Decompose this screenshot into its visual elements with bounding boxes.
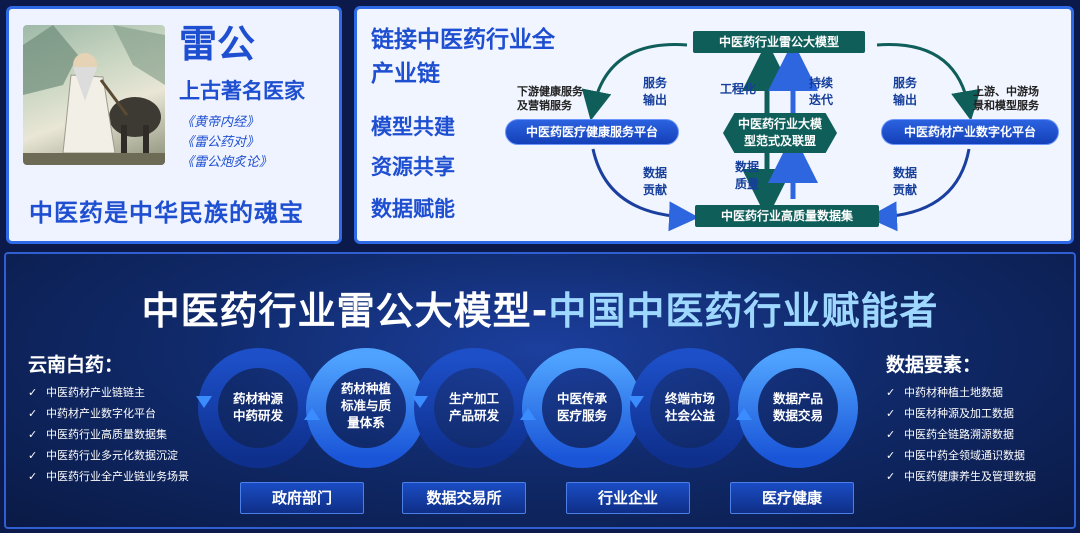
cycle-arrows (581, 41, 981, 232)
check-icon: ✓ (28, 386, 38, 399)
keyword-model: 模型共建 (371, 115, 455, 139)
ring-production: 生产加工产品研发 (448, 391, 499, 423)
check-icon: ✓ (886, 428, 896, 441)
list-item: ✓中药材种植土地数据 (886, 382, 1036, 403)
materials-platform-box: 中医药材产业数字化平台 (881, 119, 1059, 145)
dataset-box: 中医药行业高质量数据集 (695, 205, 879, 227)
chain-heading-line1: 链接中医药行业全 (371, 27, 555, 53)
book-title: 《雷公药对》 (181, 135, 260, 150)
data-quality-label-2: 质量 (734, 177, 759, 191)
downstream-note: 下游健康服务 及营销服务 (517, 85, 617, 113)
banner-title-main: 中医药行业雷公大模型- (141, 289, 549, 333)
ring-seed-research: 药材种源中药研发 (232, 391, 283, 423)
check-icon: ✓ (886, 449, 896, 462)
data-contribution-right-label: 数据 贡献 (885, 165, 925, 199)
empowerment-banner: 中医药行业雷公大模型-中国中医药行业赋能者 云南白药： ✓中医药材产业链链主 ✓… (4, 252, 1076, 529)
check-icon: ✓ (28, 407, 38, 420)
ring-medical-service: 中医传承医疗服务 (556, 391, 607, 423)
person-subtitle: 上古著名医家 (179, 79, 305, 103)
data-contribution-right-2: 贡献 (892, 183, 917, 197)
person-name: 雷公 (179, 22, 256, 66)
data-contribution-left-1: 数据 (642, 166, 667, 180)
ring-data-product: 数据产品数据交易 (772, 391, 823, 423)
keyword-data: 数据赋能 (371, 197, 455, 221)
yunnan-baiyao-heading: 云南白药： (28, 354, 124, 376)
keyword-resource: 资源共享 (371, 155, 455, 179)
banner-title-highlight: 中国中医药行业赋能者 (548, 289, 939, 333)
upstream-note-line1: 上游、中游场 (973, 85, 1039, 98)
ring-terminal-market: 终端市场社会公益 (664, 391, 715, 423)
upstream-note: 上游、中游场 景和模型服务 (973, 85, 1073, 113)
service-output-right-1: 服务 (892, 76, 917, 90)
service-output-right-label: 服务 输出 (885, 75, 925, 109)
check-icon: ✓ (28, 470, 38, 483)
stakeholder-enterprise: 行业企业 (566, 482, 690, 514)
leigong-portrait (23, 25, 165, 165)
list-item: ✓中医材种源及加工数据 (886, 403, 1036, 424)
book-title: 《黄帝内经》 (181, 115, 260, 130)
check-icon: ✓ (886, 386, 896, 399)
healthcare-platform-box: 中医药医疗健康服务平台 (505, 119, 679, 145)
iteration-label-2: 迭代 (808, 93, 833, 107)
list-item: ✓中医药行业多元化数据沉淀 (28, 445, 189, 466)
service-output-left-1: 服务 (642, 76, 667, 90)
iteration-label-1: 持续 (808, 76, 833, 90)
list-item: ✓中医药行业高质量数据集 (28, 424, 189, 445)
data-quality-label: 数据 质量 (729, 159, 765, 193)
banner-title: 中医药行业雷公大模型-中国中医药行业赋能者 (6, 280, 1074, 335)
list-item: ✓中医中药全领域通识数据 (886, 445, 1036, 466)
list-item: ✓中医药健康养生及管理数据 (886, 466, 1036, 487)
paradigm-line2: 型范式及联盟 (743, 134, 816, 148)
chain-heading-line2: 产业链 (371, 61, 440, 87)
list-item: ✓中医药材产业链链主 (28, 382, 189, 403)
data-elements-list: ✓中药材种植土地数据 ✓中医材种源及加工数据 ✓中医药全链路溯源数据 ✓中医中药… (886, 382, 1036, 487)
value-chain-wave (196, 348, 858, 468)
iteration-label: 持续 迭代 (803, 75, 839, 109)
stakeholder-healthcare: 医疗健康 (730, 482, 854, 514)
service-output-right-2: 输出 (892, 93, 917, 107)
list-item: ✓中医药全链路溯源数据 (886, 424, 1036, 445)
data-contribution-right-1: 数据 (892, 166, 917, 180)
check-icon: ✓ (886, 470, 896, 483)
ring-planting-standard: 药材种植标准与质量体系 (340, 381, 391, 430)
yunnan-baiyao-list: ✓中医药材产业链链主 ✓中药材产业数字化平台 ✓中医药行业高质量数据集 ✓中医药… (28, 382, 189, 487)
stakeholder-government: 政府部门 (240, 482, 364, 514)
data-contribution-left-2: 贡献 (642, 183, 667, 197)
list-item: ✓中药材产业数字化平台 (28, 403, 189, 424)
service-output-left-2: 输出 (642, 93, 667, 107)
book-title: 《雷公炮炙论》 (181, 155, 273, 170)
service-output-left-label: 服务 输出 (635, 75, 675, 109)
industry-chain-card: 链接中医药行业全 产业链 模型共建 资源共享 数据赋能 中医药行业雷公大模型 中… (354, 6, 1074, 244)
list-item: ✓中医药行业全产业链业务场景 (28, 466, 189, 487)
paradigm-line1: 中医药行业大模 (737, 117, 822, 131)
data-elements-heading: 数据要素： (886, 354, 982, 376)
downstream-note-line1: 下游健康服务 (517, 85, 583, 98)
stakeholder-data-exchange: 数据交易所 (402, 482, 526, 514)
upstream-note-line2: 景和模型服务 (973, 99, 1039, 112)
paradigm-box: 中医药行业大模 型范式及联盟 (723, 113, 837, 153)
data-contribution-left-label: 数据 贡献 (635, 165, 675, 199)
data-quality-label-1: 数据 (734, 160, 759, 174)
downstream-note-line2: 及营销服务 (517, 99, 572, 112)
engineering-label: 工程化 (719, 82, 756, 96)
model-box: 中医药行业雷公大模型 (693, 31, 865, 53)
check-icon: ✓ (28, 449, 38, 462)
leigong-card: 雷公 上古著名医家 《黄帝内经》 《雷公药对》 《雷公炮炙论》 中医药是中华民族… (6, 6, 342, 244)
check-icon: ✓ (28, 428, 38, 441)
check-icon: ✓ (886, 407, 896, 420)
slogan: 中医药是中华民族的魂宝 (29, 199, 304, 227)
